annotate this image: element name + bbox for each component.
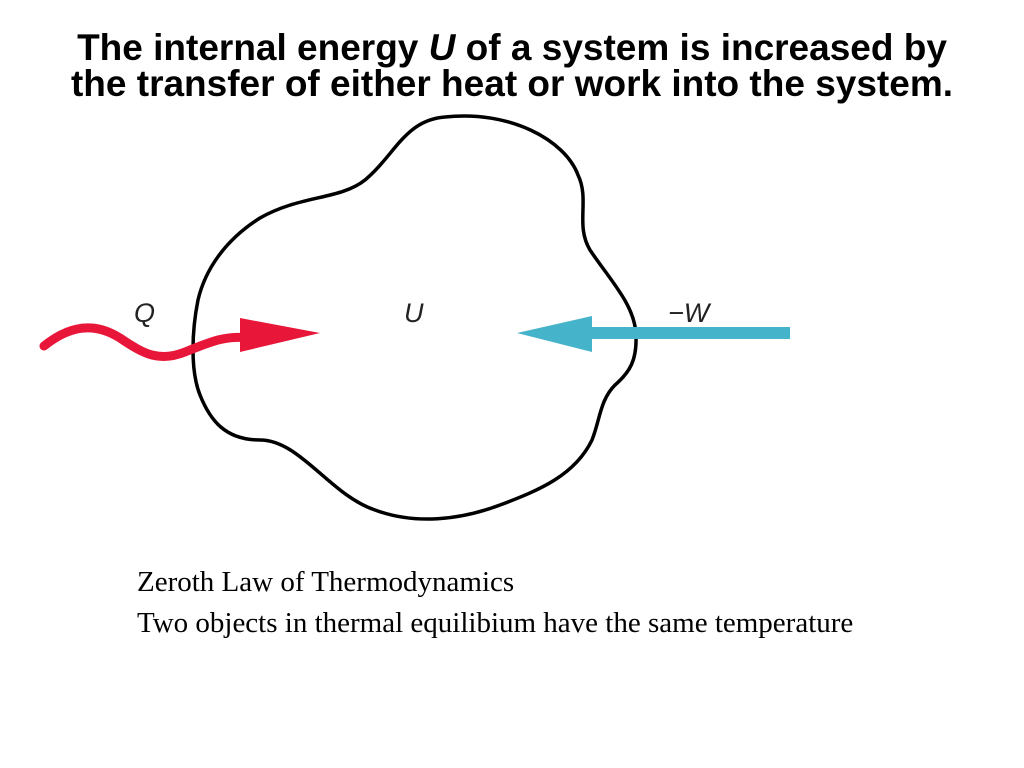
title-line-2: the transfer of either heat or work into…	[70, 63, 954, 104]
work-label: −W	[668, 298, 712, 328]
title-line-1-end: of a system is increased by	[455, 27, 947, 68]
heat-arrow-head	[240, 318, 320, 352]
title-line-1-start: The internal energy	[77, 27, 429, 68]
system-boundary	[191, 114, 638, 521]
title-symbol-u: U	[428, 27, 456, 68]
work-arrow-head	[517, 316, 592, 352]
caption: Zeroth Law of Thermodynamics Two objects…	[137, 562, 853, 644]
heat-label: Q	[134, 298, 155, 328]
work-arrow-shaft	[585, 327, 790, 339]
caption-statement: Two objects in thermal equilibium have t…	[137, 607, 854, 639]
internal-energy-label: U	[404, 298, 424, 328]
caption-heading: Zeroth Law of Thermodynamics	[137, 566, 515, 598]
heat-arrow-shaft	[39, 323, 255, 362]
title-line-1: The internal energy U of a system is inc…	[0, 27, 1024, 68]
slide-title: The internal energy U of a system is inc…	[0, 27, 1024, 104]
